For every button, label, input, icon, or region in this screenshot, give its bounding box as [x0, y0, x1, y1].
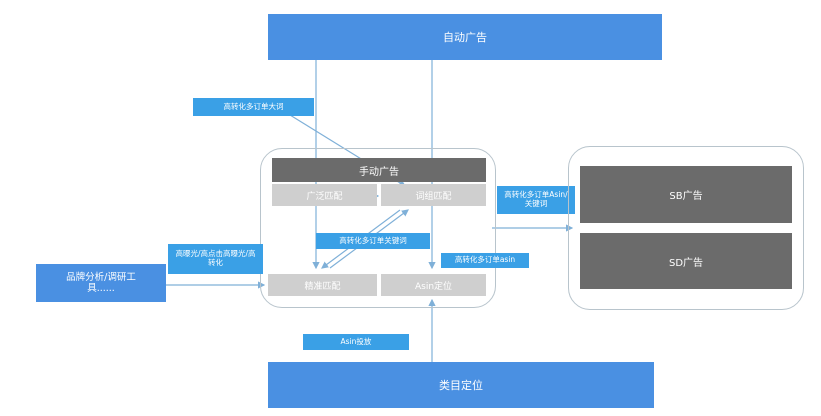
auto-ads-label: 自动广告 — [443, 31, 487, 44]
asin-launch-label: Asin投放 — [303, 334, 409, 350]
asin-targeting-box: Asin定位 — [381, 274, 486, 296]
phrase-match-box: 词组匹配 — [381, 184, 486, 206]
auto-ads-box: 自动广告 — [268, 14, 662, 60]
sd-ads-box: SD广告 — [580, 233, 792, 289]
exposure-conversion-label: 高曝光/高点击高曝光/高转化 — [168, 244, 263, 274]
sb-keywords-label: 高转化多订单Asin/关键词 — [497, 186, 575, 214]
high-conv-keywords-label: 高转化多订单关键词 — [316, 233, 430, 249]
broad-match-box: 广泛匹配 — [272, 184, 377, 206]
sb-sd-container — [568, 146, 804, 310]
manual-ads-container — [260, 148, 496, 308]
sb-ads-box: SB广告 — [580, 166, 792, 223]
exact-match-box: 精准匹配 — [268, 274, 377, 296]
high-conv-asin-label: 高转化多订单asin — [441, 253, 529, 268]
category-targeting-box: 类目定位 — [268, 362, 654, 408]
high-conv-words-label: 高转化多订单大词 — [193, 98, 314, 116]
manual-ads-header: 手动广告 — [272, 158, 486, 182]
brand-analysis-tool-box: 品牌分析/调研工具...... — [36, 264, 166, 302]
